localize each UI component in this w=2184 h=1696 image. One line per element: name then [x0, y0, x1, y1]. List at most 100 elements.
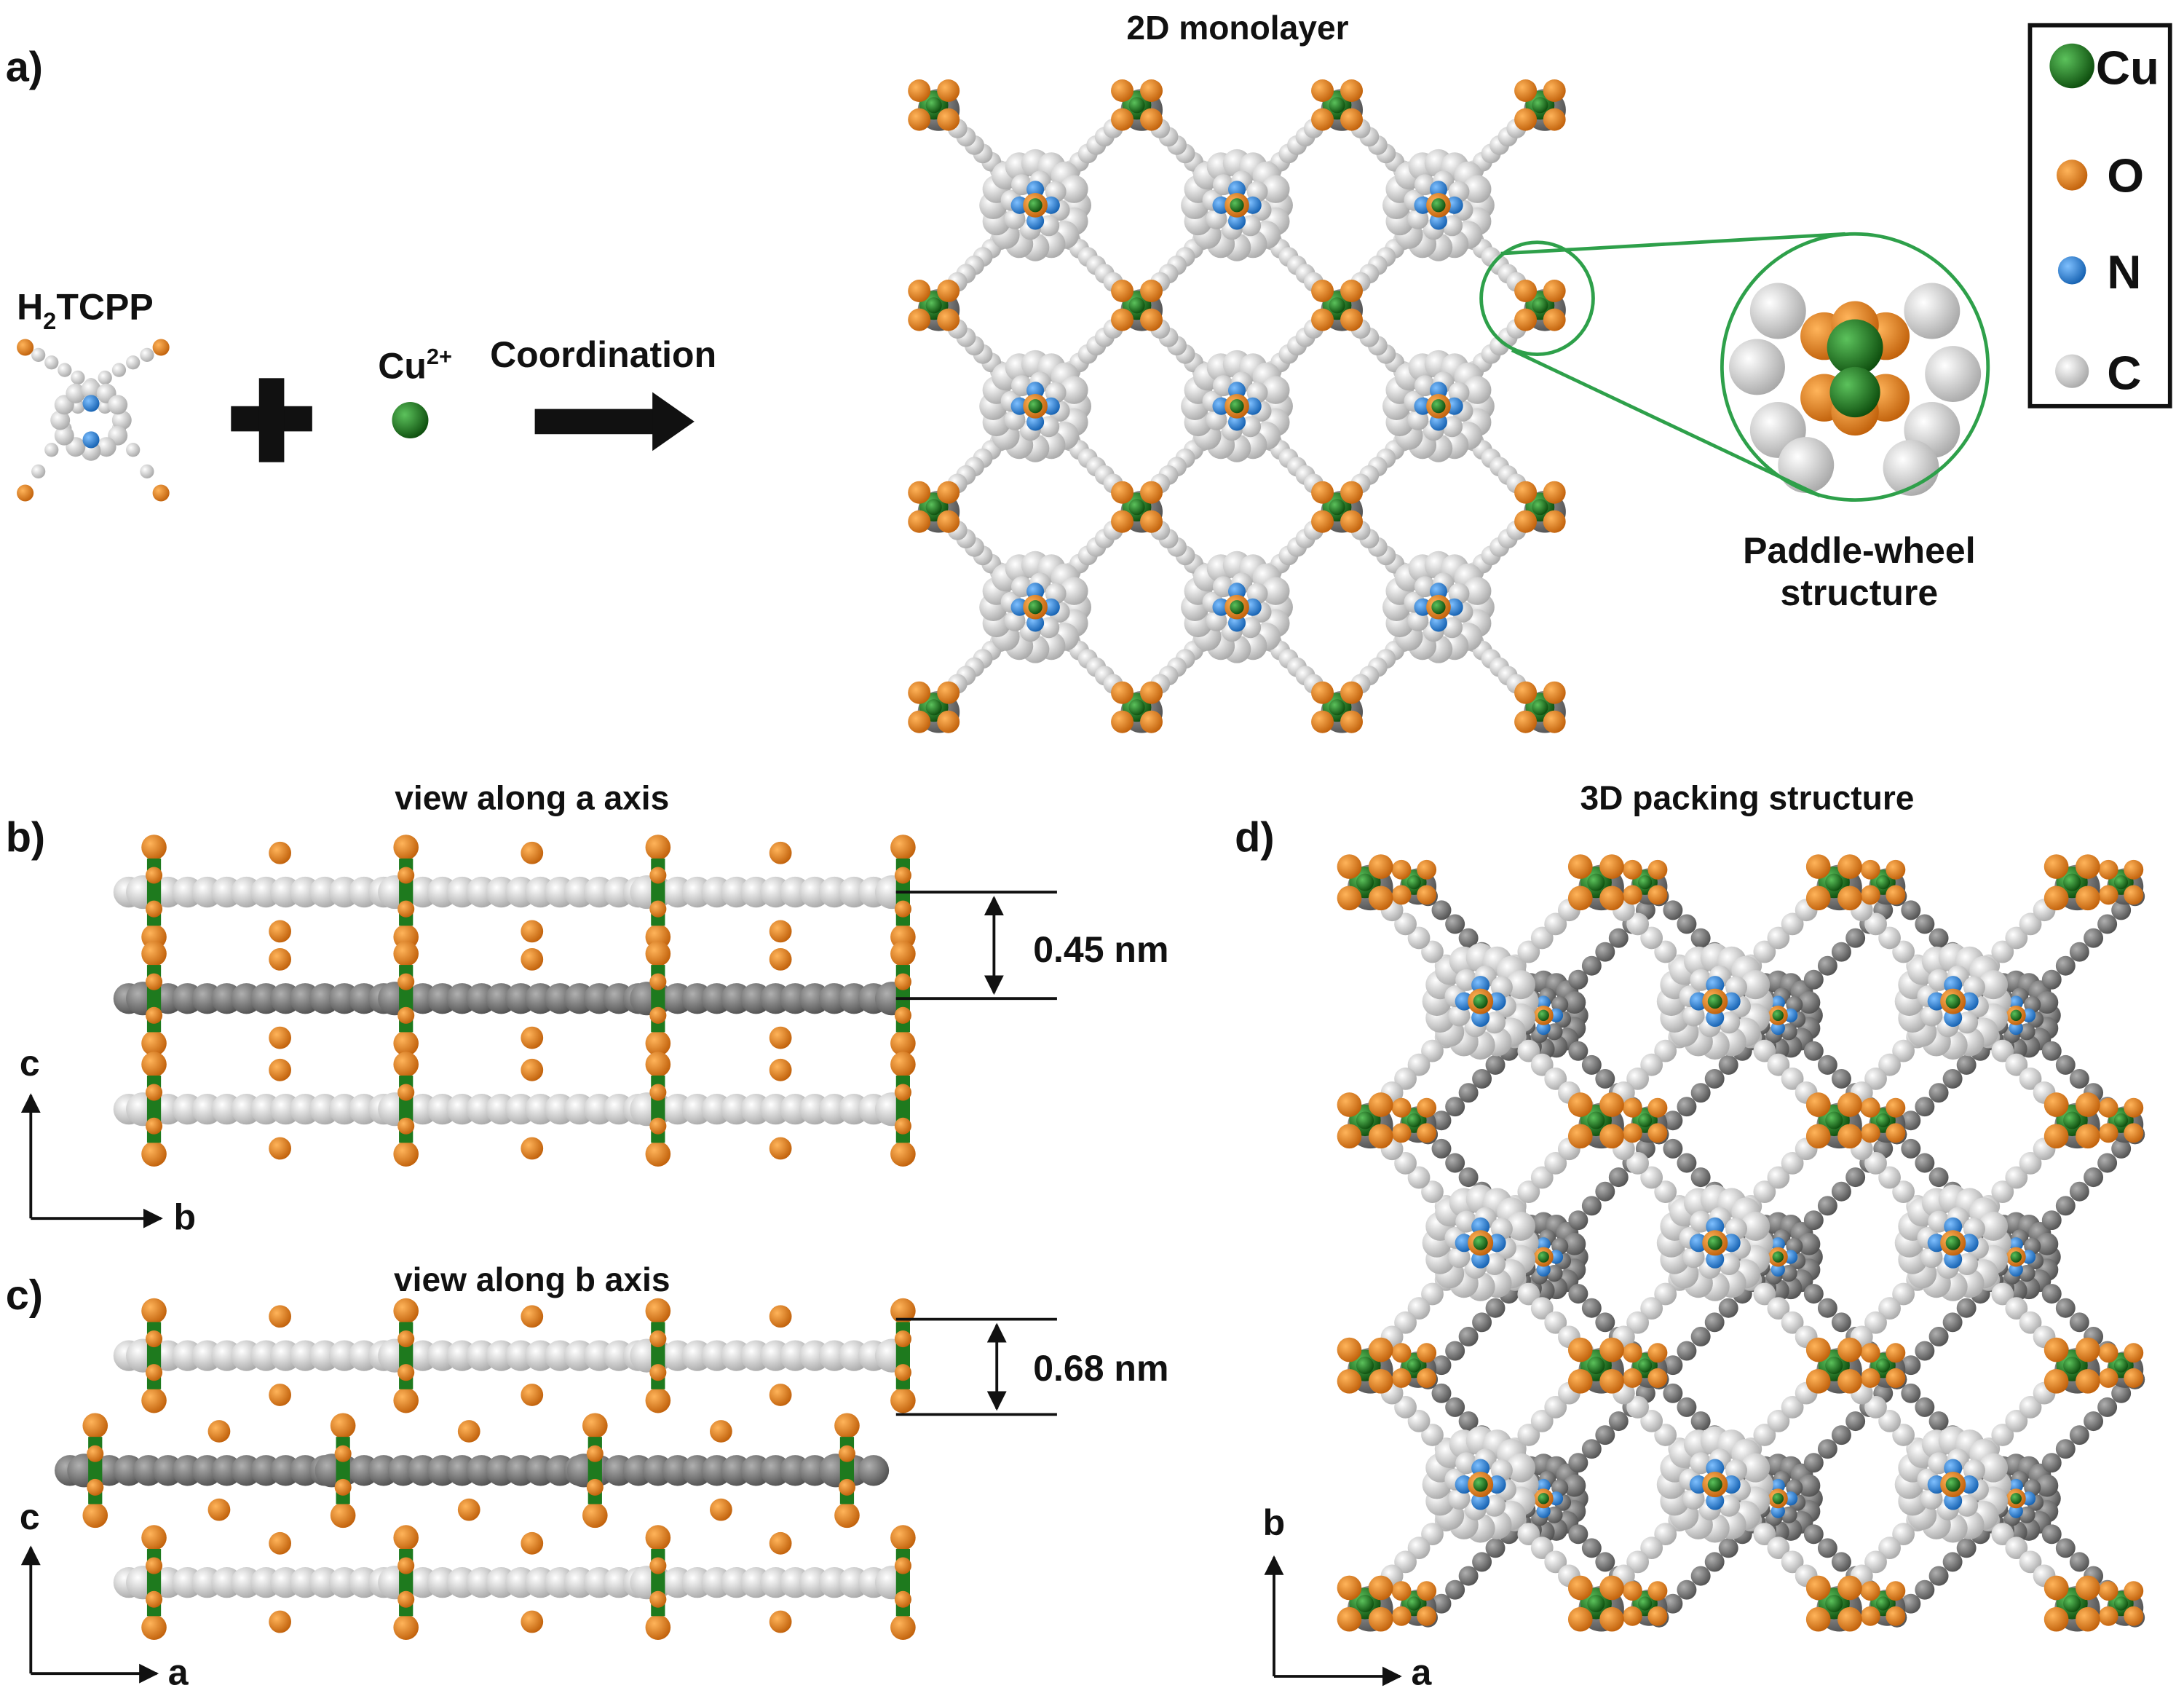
oxygen-atom [1599, 1124, 1624, 1149]
linker-atom [2019, 1396, 2042, 1419]
linker-atom [1677, 1341, 1697, 1361]
linker-atom [1640, 1053, 1663, 1076]
porphyrin-metal [2010, 1009, 2022, 1021]
oxygen-atom [1886, 885, 1906, 905]
oxygen-atom [710, 1498, 732, 1521]
copper-atom [2063, 1111, 2081, 1129]
oxygen-atom [1514, 308, 1538, 331]
nitrogen-atom [1042, 397, 1060, 415]
copper-atom [1825, 1594, 1843, 1613]
oxygen-atom [141, 1030, 167, 1057]
copper-atom [1329, 97, 1345, 114]
oxygen-atom [393, 1052, 419, 1077]
oxygen-atom [1543, 681, 1566, 704]
oxygen-atom [269, 841, 291, 864]
linker-atom [1431, 1355, 1452, 1376]
oxygen-atom [1337, 1368, 1362, 1394]
linker-atom [1431, 1138, 1452, 1159]
copper-atom [1875, 1358, 1891, 1373]
oxygen-atom [1805, 1606, 1831, 1632]
linker-atom [1892, 1039, 1915, 1062]
linker-atom [1864, 1068, 1887, 1090]
linker-atom [1544, 1068, 1567, 1090]
oxygen-atom [1886, 1343, 1906, 1363]
linker-atom [1431, 1111, 1452, 1131]
linker-atom [2041, 1210, 2062, 1231]
linker-atom [1654, 1039, 1677, 1062]
linker-atom [1864, 1152, 1887, 1175]
linker-atom [1626, 1152, 1649, 1175]
linker-atom [2055, 1054, 2076, 1075]
copper-atom [1356, 1357, 1374, 1375]
linker-atom [1753, 1039, 1776, 1062]
nitrogen-atom [1243, 598, 1262, 616]
oxygen-atom [521, 1384, 544, 1406]
inset-carbon [1925, 346, 1982, 402]
oxygen-atom [146, 1557, 163, 1574]
porphyrin-carbon [1797, 1474, 1821, 1497]
linker-atom [1445, 914, 1465, 934]
oxygen-atom [769, 948, 792, 971]
oxygen-atom [141, 1141, 167, 1167]
linker-atom [1831, 1181, 1851, 1202]
copper-atom [1356, 1594, 1374, 1613]
oxygen-atom [1805, 886, 1831, 911]
linker-atom [2041, 1524, 2062, 1545]
oxygen-atom [1805, 1368, 1831, 1394]
oxygen-atom [890, 1141, 916, 1167]
oxygen-atom [330, 1502, 356, 1529]
linker-atom [71, 399, 85, 414]
oxygen-atom [1111, 79, 1134, 102]
porphyrin-carbon [2035, 1474, 2059, 1497]
oxygen-atom [1417, 1581, 1437, 1601]
oxygen-atom [645, 1525, 671, 1550]
linker-atom [1608, 1411, 1629, 1432]
oxygen-atom [2124, 1343, 2144, 1363]
oxygen-atom [393, 1525, 419, 1550]
oxygen-atom [393, 941, 419, 966]
oxygen-atom [1311, 510, 1334, 533]
panel-b-label: b) [6, 814, 45, 861]
nitrogen-atom [1228, 614, 1246, 632]
oxygen-atom [1567, 1606, 1593, 1632]
oxygen-atom [649, 1006, 667, 1024]
linker-atom [1915, 1397, 1935, 1417]
linker-atom [1640, 1410, 1663, 1432]
oxygen-atom [586, 1478, 604, 1496]
linker-atom [2041, 1041, 2062, 1061]
oxygen-atom [334, 1478, 352, 1496]
copper-ion [392, 402, 429, 438]
oxygen-atom [1567, 1124, 1593, 1149]
linker-atom [1581, 1538, 1602, 1558]
linker-atom [1864, 1396, 1887, 1419]
oxygen-atom [908, 108, 931, 131]
panel-b-title: view along a axis [395, 779, 669, 817]
linker-atom [2055, 1439, 2076, 1459]
oxygen-atom [1311, 79, 1334, 102]
porphyrin-metal [1945, 1477, 1961, 1492]
linker-atom [1892, 1282, 1915, 1306]
porphyrin-carbon [1463, 175, 1492, 203]
linker-atom [1530, 926, 1554, 950]
oxygen-atom [1886, 1123, 1906, 1143]
copper-atom [925, 699, 942, 716]
linker-atom [1517, 940, 1540, 963]
linker-atom [1704, 1552, 1725, 1572]
linker-atom [1781, 1068, 1804, 1090]
oxygen-atom [146, 1084, 163, 1101]
linker-atom [1485, 1298, 1506, 1318]
oxygen-atom [2043, 1575, 2069, 1601]
linker-atom [140, 347, 154, 362]
linker-atom [1704, 1312, 1725, 1333]
linker-atom [1878, 1166, 1901, 1189]
oxygen-atom [1622, 1123, 1642, 1143]
oxygen-atom [586, 1445, 604, 1462]
oxygen-atom [269, 948, 291, 971]
linker-atom [1663, 1593, 1683, 1614]
copper-atom [2113, 1596, 2129, 1611]
linker-atom [2069, 1552, 2089, 1572]
oxygen-atom [146, 900, 163, 918]
linker-atom [2005, 1410, 2028, 1432]
oxygen-atom [1514, 710, 1538, 733]
axis-d-vertical: b [1263, 1502, 1286, 1543]
